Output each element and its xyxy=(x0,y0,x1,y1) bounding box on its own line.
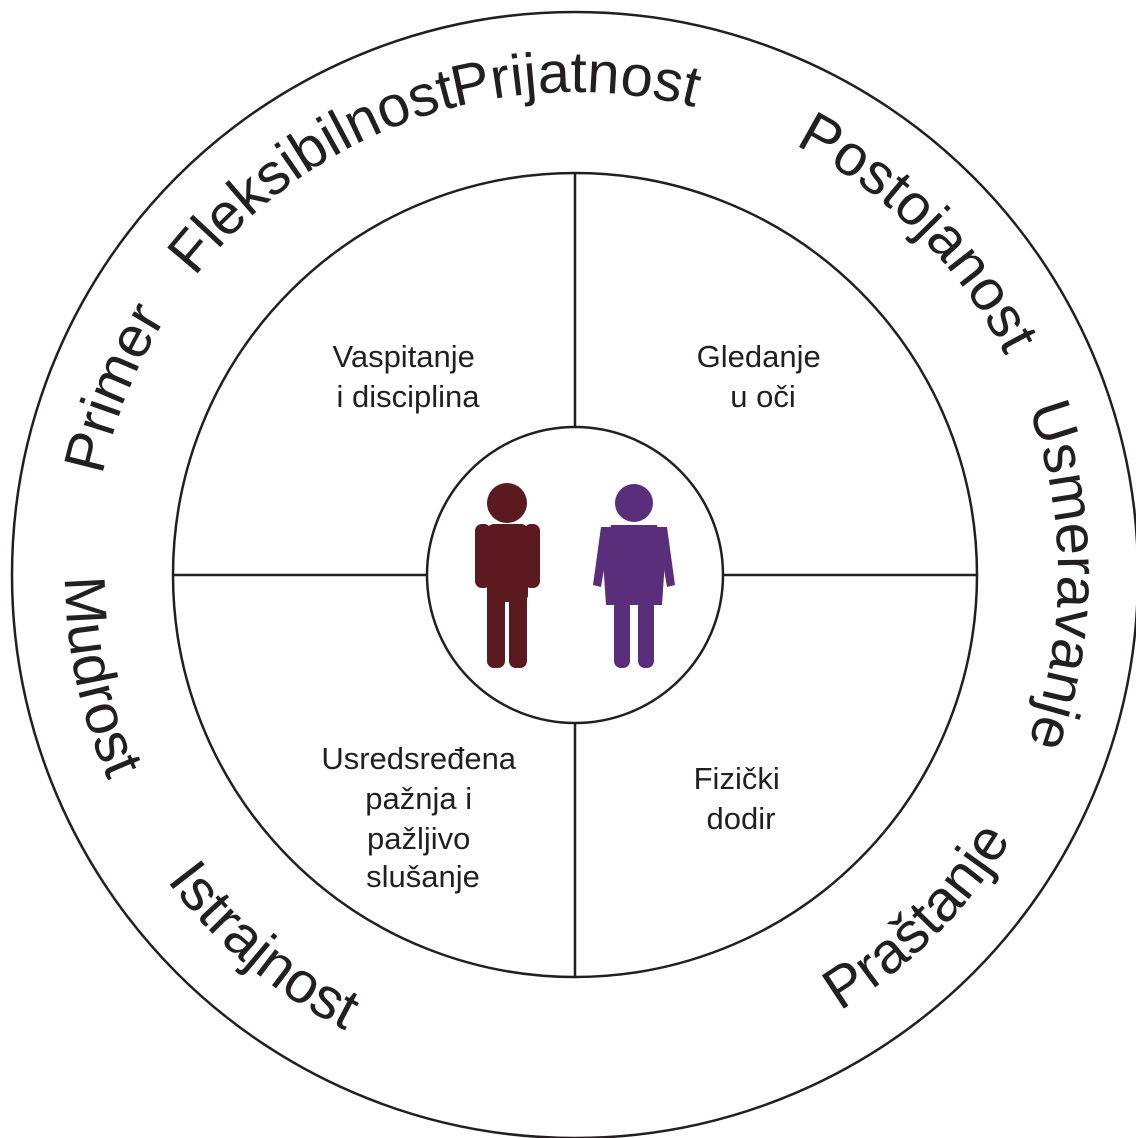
quadrant-bottom-left-line-2: pažnja i xyxy=(365,781,472,816)
quadrant-bottom-right-line-1: Fizički xyxy=(694,761,780,796)
female-figure-icon xyxy=(593,484,675,668)
quadrant-top-left: Vaspitanje i disciplina xyxy=(332,339,483,414)
ring-words: PrijatnostPostojanostUsmeravanjePraštanj… xyxy=(51,40,1110,1042)
inner-circle xyxy=(425,425,725,725)
ring-word-fleksibilnost: Fleksibilnost xyxy=(155,56,461,285)
quadrant-bottom-right-line-2: dodir xyxy=(707,801,776,836)
ring-word-prijatnost: Prijatnost xyxy=(445,40,707,120)
ring-word-postojanost: Postojanost xyxy=(788,99,1051,362)
quadrant-top-left-line-1: Vaspitanje xyxy=(332,339,474,374)
quadrant-top-left-line-2: i disciplina xyxy=(336,379,480,414)
quadrant-top-right-line-1: Gledanje xyxy=(697,339,821,374)
outer-ring xyxy=(10,10,1136,1138)
ring-word-primer: Primer xyxy=(52,291,178,479)
ring-word-praštanje: Praštanje xyxy=(811,811,1022,1022)
ring-word-istrajnost: Istrajnost xyxy=(156,849,369,1042)
quadrant-bottom-left-line-3: pažljivo xyxy=(367,821,470,856)
quadrant-top-right: Gledanje u oči xyxy=(697,339,830,414)
quadrant-bottom-left-line-1: Usredsređena xyxy=(321,741,516,776)
quadrant-top-right-line-2: u oči xyxy=(730,379,795,414)
ring-word-usmeravanje: Usmeravanje xyxy=(1016,392,1110,759)
quadrant-bottom-left-line-4: slušanje xyxy=(366,859,480,894)
quadrant-bottom-left: Usredsređena pažnja i pažljivo slušanje xyxy=(321,741,524,894)
male-figure-icon xyxy=(475,483,540,668)
quadrant-bottom-right: Fizički dodir xyxy=(694,761,789,836)
ring-word-mudrost: Mudrost xyxy=(51,574,156,785)
